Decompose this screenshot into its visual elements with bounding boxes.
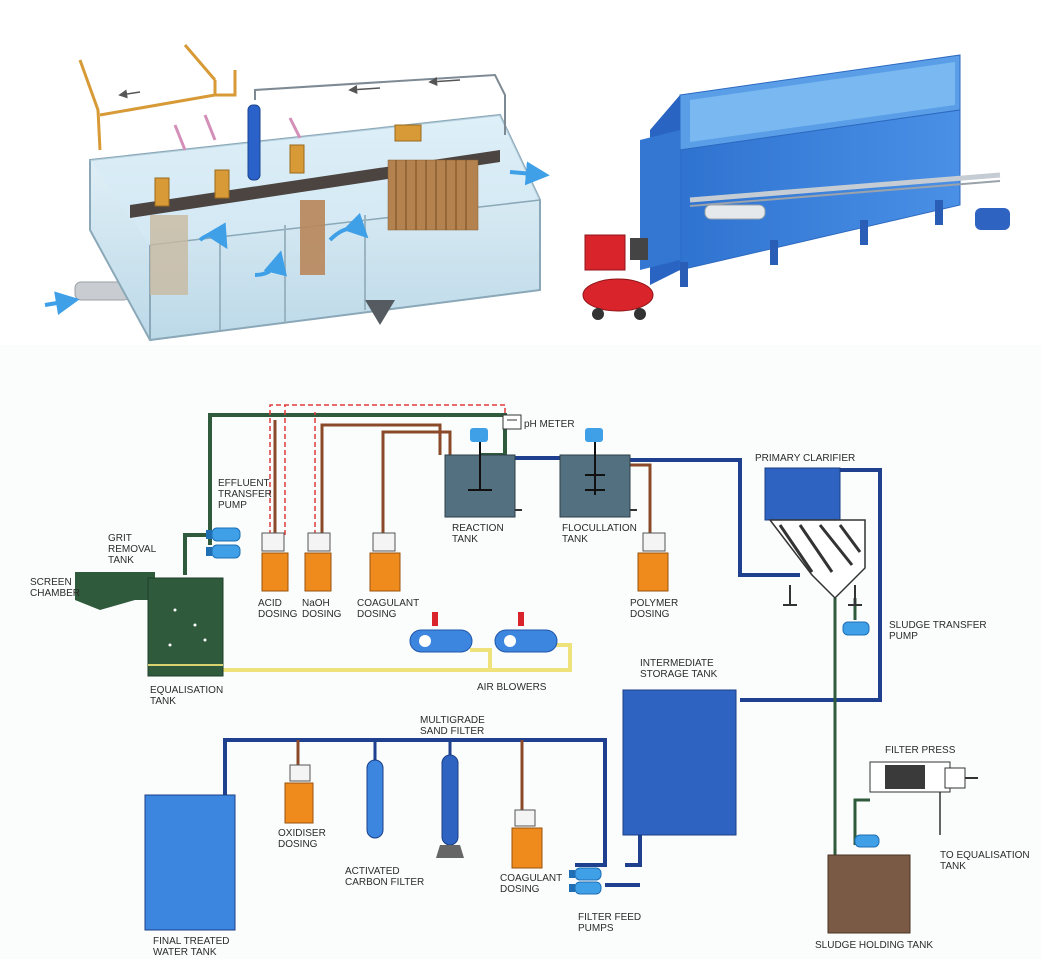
reaction-tank-label: REACTION TANK (452, 523, 504, 545)
intermediate-storage-tank (622, 689, 737, 836)
intermediate-storage-label: INTERMEDIATE STORAGE TANK (640, 658, 718, 680)
air-blower-icon (409, 612, 473, 653)
ph-control-loop (269, 404, 506, 535)
grit-removal-label: GRIT REMOVAL TANK (108, 533, 157, 566)
filter-feed-pumps-label: FILTER FEED PUMPS (578, 912, 642, 934)
activated-carbon-label: ACTIVATED CARBON FILTER (345, 866, 425, 888)
compressor-icon (582, 234, 654, 320)
flocculation-tank (559, 428, 637, 518)
sludge-pump-icon (842, 621, 870, 636)
primary-clarifier-label: PRIMARY CLARIFIER (755, 453, 856, 464)
equalisation-tank-label: EQUALISATION TANK (150, 685, 224, 707)
air-line (150, 643, 572, 672)
dosing-tank-oxidiser-icon (284, 740, 314, 824)
sludge-holding-label: SLUDGE HOLDING TANK (815, 940, 933, 951)
ph-meter-label: pH METER (524, 419, 575, 430)
process-lines (223, 456, 882, 887)
polymer-dosing-label: POLYMER DOSING (630, 598, 679, 620)
dosing-tank-coagulant-2-icon (511, 740, 543, 869)
daf-unit-illustration (582, 54, 1010, 320)
filter-feed-pump-icon (569, 867, 602, 895)
coagulant-dosing-2-label: COAGULANT DOSING (500, 873, 563, 895)
multigrade-sand-filter-label: MULTIGRADE SAND FILTER (420, 715, 485, 737)
screen-chamber-label: SCREEN CHAMBER (30, 577, 81, 599)
acid-dosing-label: ACID DOSING (258, 598, 298, 620)
air-blowers-label: AIR BLOWERS (477, 682, 547, 693)
oxidiser-dosing-label: OXIDISER DOSING (278, 828, 326, 850)
equalisation-tank (75, 572, 224, 677)
sludge-press-pump-icon (854, 834, 880, 848)
filter-press-label: FILTER PRESS (885, 745, 956, 756)
dosing-lines (273, 420, 652, 540)
to-equalisation-label: TO EQUALISATION TANK (940, 850, 1030, 872)
process-flow-diagram (0, 345, 1041, 959)
dosing-tank-acid-icon (261, 532, 289, 592)
primary-clarifier (764, 467, 866, 606)
dosing-tank-naoh-icon (304, 532, 332, 592)
sludge-holding-tank (827, 854, 911, 934)
cutaway-tank-illustration (44, 44, 550, 342)
coagulant-dosing-label: COAGULANT DOSING (357, 598, 420, 620)
flocculation-tank-label: FLOCULLATION TANK (562, 523, 637, 545)
air-blower-icon (494, 612, 558, 653)
effluent-pump-icon (206, 527, 241, 559)
final-treated-water-label: FINAL TREATED WATER TANK (153, 936, 230, 958)
final-treated-water-tank (144, 794, 236, 931)
dosing-tank-polymer-icon (637, 532, 669, 592)
activated-carbon-filter (366, 740, 384, 839)
multigrade-sand-filter (436, 740, 464, 858)
sludge-pump-label: SLUDGE TRANSFER PUMP (889, 620, 987, 642)
naoh-dosing-label: NaOH DOSING (302, 598, 342, 620)
reaction-tank (444, 428, 522, 518)
ph-meter-icon (502, 414, 522, 430)
filter-press (869, 761, 978, 835)
dosing-tank-coagulant-icon (369, 532, 401, 592)
effluent-pump-label: EFFLUENT TRANSFER PUMP (218, 478, 272, 511)
